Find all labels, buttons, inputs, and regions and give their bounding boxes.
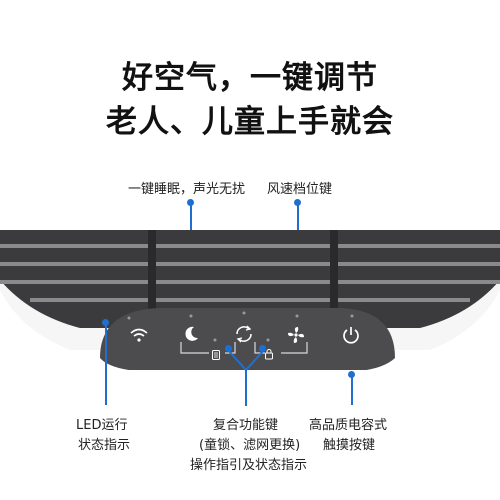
led-callout-line [105,323,107,405]
wifi-icon [130,328,148,342]
combo-callout-dot-right [259,345,266,352]
power-callout-label-1: 高品质电容式 [309,418,388,433]
sleep-moon-icon[interactable] [182,325,200,343]
sleep-callout-label: 一键睡眠，声光无扰 [128,182,246,197]
power-icon[interactable] [341,325,361,345]
fan-callout-dot [294,199,301,206]
combo-callout-dot-left [225,345,232,352]
led-callout-dot [102,319,109,326]
power-callout-dot [348,371,355,378]
filter-icon [212,350,220,360]
led-callout-label-2: 状态指示 [78,438,131,453]
led-callout-label-1: LED运行 [76,418,128,433]
headline-line2: 老人、儿童上手就会 [106,104,394,140]
combo-refresh-icon[interactable] [233,323,255,345]
child-lock-icon [265,349,273,360]
combo-callout-label-1: 复合功能键 [213,418,279,433]
fan-speed-icon[interactable] [286,325,306,345]
combo-callout-lines [227,349,265,406]
combo-callout-label-2: (童锁、滤网更换) [199,438,301,453]
sleep-callout-dot [187,199,194,206]
power-callout-label-2: 触摸按键 [323,438,376,453]
fan-callout-label: 风速档位键 [267,182,333,197]
air-purifier-panel [0,210,500,370]
combo-callout-label-3: 操作指引及状态指示 [190,458,308,473]
power-callout-line [351,375,353,405]
headline-line1: 好空气，一键调节 [122,60,378,96]
